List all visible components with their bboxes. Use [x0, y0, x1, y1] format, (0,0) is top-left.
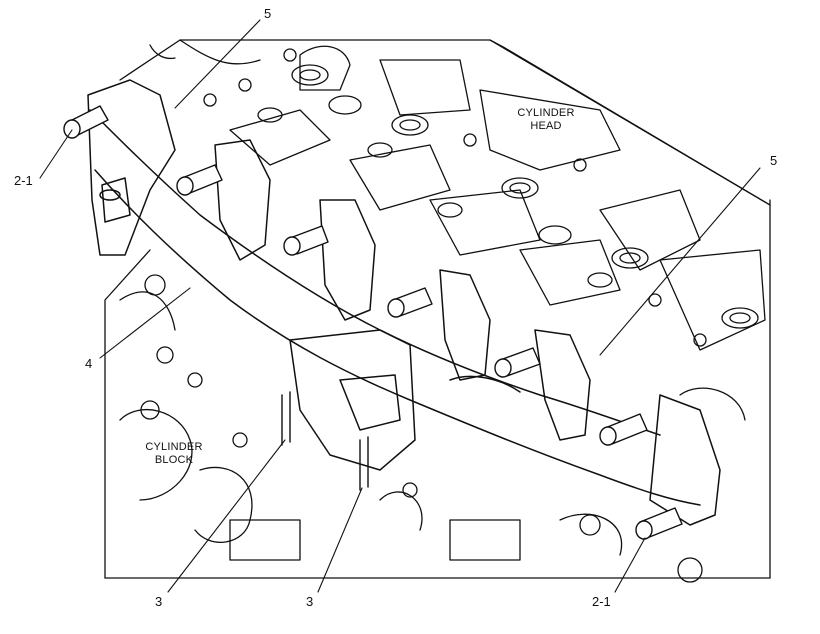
- cylinder-head-label-line-2: HEAD: [530, 120, 562, 132]
- cylinder-block-label-line-1: CYLINDER: [145, 441, 203, 453]
- bolt-runner-3: [387, 287, 433, 318]
- callout-5-top: 5: [264, 6, 272, 21]
- bolt-5-upper: [176, 164, 223, 196]
- cylinder-block-label-line-2: BLOCK: [154, 454, 194, 466]
- cylinder-head-outline: [119, 39, 771, 421]
- bolt-2-1-bottom: [635, 507, 683, 540]
- callout-3-left: 3: [155, 594, 163, 609]
- callout-4: 4: [85, 356, 93, 371]
- cylinder-block-label: CYLINDER BLOCK: [140, 442, 208, 466]
- callout-3-mid: 3: [306, 594, 314, 609]
- studs: [281, 391, 369, 491]
- cylinder-head-label-line-1: CYLINDER: [517, 107, 575, 119]
- bolts: [63, 105, 683, 540]
- bolt-runner-2: [283, 225, 329, 256]
- bolt-runner-4: [494, 347, 541, 378]
- leader-lines: [39, 19, 761, 593]
- cylinder-head-label: CYLINDER HEAD: [514, 108, 578, 132]
- callout-5-right: 5: [770, 153, 778, 168]
- exhaust-manifold: [87, 79, 721, 526]
- callout-2-1-left: 2-1: [14, 173, 33, 188]
- callout-2-1-bottom: 2-1: [592, 594, 611, 609]
- cylinder-block-outline: [104, 199, 771, 583]
- bolt-2-1-left: [63, 105, 109, 139]
- bolt-5-right: [599, 413, 648, 446]
